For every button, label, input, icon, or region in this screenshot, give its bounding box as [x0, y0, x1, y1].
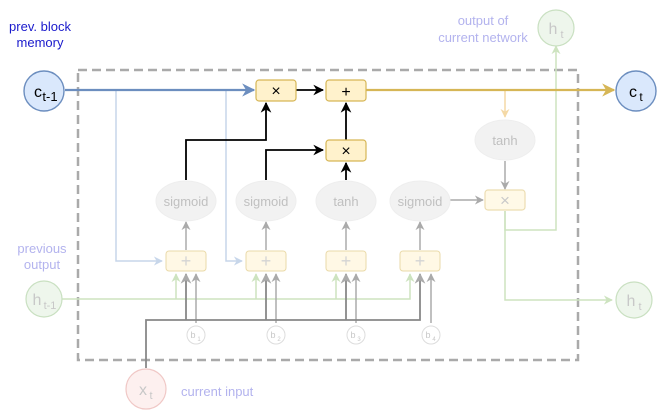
c-t-base: c: [629, 84, 637, 101]
bias-1-sub: 1: [197, 337, 201, 343]
h-right-base: h: [627, 293, 636, 310]
h-prev-sub: t-1: [44, 300, 57, 312]
input-lines: [145, 272, 426, 368]
current-input-label: current input: [181, 384, 254, 399]
prev-block-memory-label-line1: prev. block: [9, 19, 71, 34]
x-t-base: x: [139, 382, 147, 399]
c-prev-node: c t-1: [23, 70, 65, 112]
bias-2-sub: 2: [277, 337, 281, 343]
output-tanh-label: tanh: [492, 133, 517, 148]
forget-gate-label: sigmoid: [164, 194, 209, 209]
input-gate-label: sigmoid: [244, 194, 289, 209]
x-t-node: x t: [125, 368, 167, 410]
h-top-base: h: [549, 21, 558, 38]
h-right-node: h t: [615, 281, 653, 319]
sum-boxes: + + + +: [165, 250, 441, 272]
black-gate-lines: [185, 84, 352, 180]
bias-1-base: b: [190, 330, 195, 340]
output-multiply-symbol: ×: [500, 191, 510, 210]
candidate-gate-label: tanh: [333, 194, 358, 209]
network-output-lines: [504, 45, 613, 305]
output-multiply-op: ×: [484, 189, 526, 211]
c-t-sub: t: [639, 90, 643, 104]
gray-gate-lines: [181, 161, 510, 323]
h-top-node: h t: [537, 9, 575, 47]
bias-nodes: b 1 b 2 b 3 b 4: [186, 325, 441, 345]
bias-3-sub: 3: [357, 337, 361, 343]
bias-4-sub: 4: [432, 337, 436, 343]
forget-multiply-op: ×: [255, 79, 297, 102]
forget-multiply-symbol: ×: [271, 83, 280, 100]
h-prev-node: h t-1: [25, 280, 63, 318]
cell-state-feedback-lines: [115, 90, 243, 266]
cell-add-op: +: [325, 79, 367, 102]
h-right-sub: t: [638, 301, 641, 313]
c-prev-base: c: [34, 84, 42, 101]
previous-output-label-line2: output: [24, 257, 61, 272]
sum-symbol-1: +: [181, 251, 192, 271]
x-t-sub: t: [149, 390, 152, 402]
gates: sigmoid sigmoid tanh sigmoid tanh: [155, 119, 536, 222]
output-gate-label: sigmoid: [398, 194, 443, 209]
h-prev-base: h: [33, 292, 42, 309]
lstm-cell-boundary: [76, 68, 580, 362]
output-current-network-label-line2: current network: [438, 30, 528, 45]
prev-block-memory-label-line2: memory: [17, 35, 64, 50]
cell-add-symbol: +: [341, 84, 350, 101]
previous-output-lines: [62, 273, 415, 300]
c-prev-sub: t-1: [42, 89, 57, 104]
sum-symbol-3: +: [341, 251, 352, 271]
bias-3-base: b: [350, 330, 355, 340]
input-multiply-op: ×: [325, 139, 367, 162]
sum-symbol-2: +: [261, 251, 272, 271]
sum-symbol-4: +: [415, 251, 426, 271]
bias-4-base: b: [425, 330, 430, 340]
c-t-node: c t: [615, 70, 657, 112]
previous-output-label-line1: previous: [17, 241, 67, 256]
output-current-network-label-line1: output of: [458, 13, 509, 28]
bias-2-base: b: [270, 330, 275, 340]
input-multiply-symbol: ×: [341, 143, 350, 160]
h-top-sub: t: [560, 29, 563, 41]
